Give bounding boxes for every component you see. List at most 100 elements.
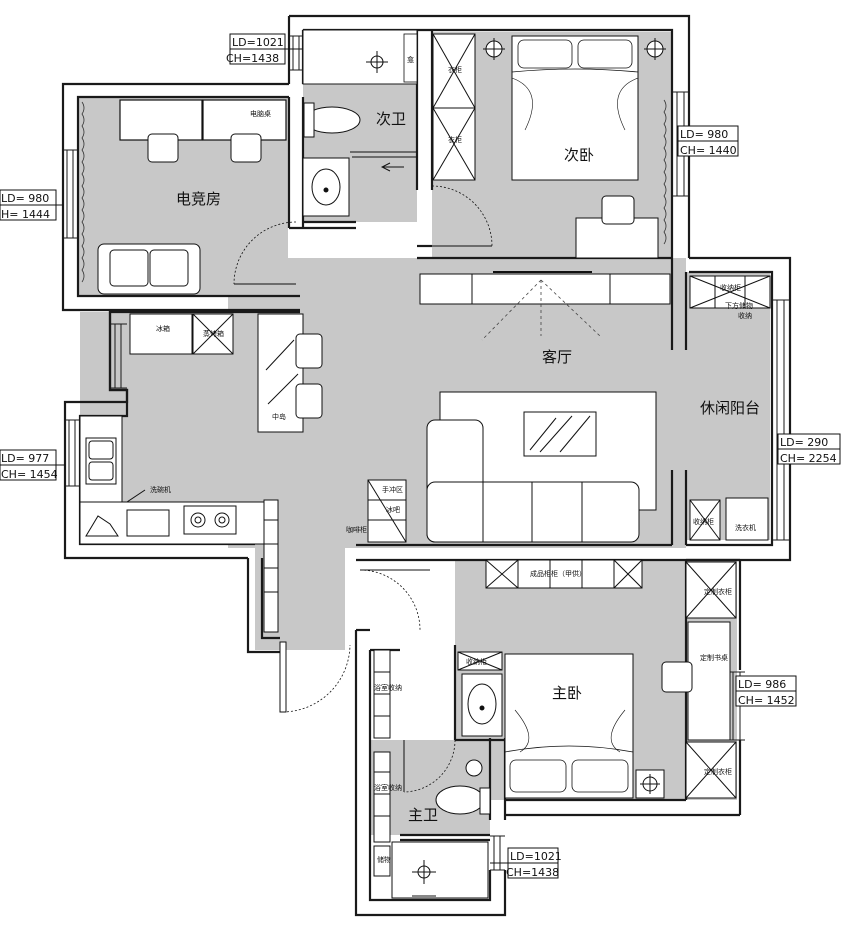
ice-bar-label: 冰吧 [386, 505, 400, 514]
balcony-storage-label: 收纳柜 [720, 283, 741, 292]
bath-shelf-label: 龛 [407, 55, 414, 64]
wall-corridor-west [246, 558, 280, 654]
master-bath-cabinet-column-2 [373, 751, 391, 843]
sliding-door-icon [350, 151, 417, 172]
computer-desk-label: 电脑桌 [250, 109, 271, 118]
steamer-label: 蒸烤箱 [203, 329, 224, 338]
custom-wardrobe-2-label: 定制衣柜 [704, 767, 732, 776]
master-toilet-icon [435, 785, 485, 815]
washer-label: 洗衣机 [735, 523, 756, 532]
computer-desk-left [119, 99, 203, 141]
window-5-ch: CH= 2254 [780, 452, 837, 465]
living-room-label: 客厅 [542, 348, 572, 366]
second-bath: 龛 次卫 [302, 29, 418, 217]
window-1-ld: LD=1021 [232, 36, 284, 49]
window-7-ch: CH=1438 [506, 866, 559, 879]
computer-desk-right [202, 99, 287, 141]
tv-projection-lines [481, 279, 601, 341]
window-5-ld: LD= 290 [780, 436, 828, 449]
master-cabinet-label: 储物 [377, 855, 391, 864]
leisure-balcony-label: 休闲阳台 [700, 399, 760, 417]
door-swing-entry [282, 644, 351, 713]
display-cabinet-label: 成品柜柜（甲供） [530, 569, 586, 578]
display-cabinet [485, 559, 643, 589]
sink-icon [85, 437, 117, 485]
master-bath-label: 主卫 [408, 806, 438, 824]
master-bedroom-label: 主卧 [552, 684, 582, 702]
shower-head-icon [366, 51, 388, 73]
second-bedroom: 次卧 [483, 35, 666, 259]
window-7-ld: LD=1021 [510, 850, 562, 863]
window-tag-4: LD= 977 CH= 1454 [0, 449, 65, 481]
wall-bath-inner [303, 28, 674, 258]
door-swing-gaming [233, 221, 297, 285]
shower-area [302, 29, 418, 85]
fridge [129, 313, 193, 355]
custom-desk-label: 定制书桌 [700, 653, 728, 662]
master-bath [373, 649, 503, 899]
window-gaming-west [63, 149, 78, 239]
wardrobe-lower-label: 衣柜 [448, 135, 462, 144]
window-4-ch: CH= 1454 [1, 468, 58, 481]
bath-shelf [403, 33, 418, 83]
pillow-right [577, 39, 633, 69]
window-3-ch: H= 1444 [1, 208, 50, 221]
fridge-label: 冰箱 [156, 324, 170, 333]
wall-master-bath-west-2 [368, 650, 492, 902]
bath-cabinet-label-2: 浴室收纳 [374, 783, 402, 792]
wall-master-bath-west [354, 630, 507, 917]
window-4-ld: LD= 977 [1, 452, 49, 465]
hand-wash-label: 手冲区 [382, 485, 403, 494]
door-swing-master-bath [403, 739, 456, 793]
balcony [689, 275, 771, 541]
window-tag-3: LD= 980 H= 1444 [0, 189, 63, 221]
wall-balcony-inner [686, 270, 774, 547]
sofa-l-icon [426, 391, 657, 543]
pillow-left [517, 39, 573, 69]
window-balcony-east [772, 299, 790, 541]
window-2-ch: CH= 1440 [680, 144, 737, 157]
window-tags: LD=1021 CH=1438 LD= 980 CH= 1440 LD= 980… [0, 33, 841, 879]
coffee-cabinet-label: 咖啡柜 [346, 525, 367, 534]
window-kitchen-top [110, 323, 127, 389]
window-6-ch: CH= 1452 [738, 694, 795, 707]
door-swing-bed2 [431, 185, 493, 247]
second-bath-toilet-icon [303, 102, 361, 138]
windows [63, 35, 790, 871]
gaming-chair-left [147, 133, 179, 163]
window-3-ld: LD= 980 [1, 192, 49, 205]
island-label: 中岛 [272, 412, 286, 421]
window-tag-7: LD=1021 CH=1438 [490, 847, 562, 879]
sofa-small-icon [97, 243, 201, 295]
master-shower [391, 841, 489, 899]
balcony-storage-note-2: 收纳 [738, 311, 752, 320]
study-chair [601, 195, 635, 225]
window-2-ld: LD= 980 [680, 128, 728, 141]
kitchen [79, 313, 323, 633]
custom-wardrobe-1-label: 定制衣柜 [704, 587, 732, 596]
curtain-bed2 [663, 99, 667, 245]
gaming-room: 电脑桌 电竞房 [97, 99, 287, 295]
walls [61, 14, 792, 917]
wall-gaming-inner [76, 95, 300, 298]
window-6-ld: LD= 986 [738, 678, 786, 691]
curtain-gaming [81, 101, 85, 283]
gaming-chair-right [230, 133, 262, 163]
balcony-floor [686, 272, 770, 540]
window-master-bath [490, 835, 505, 871]
wardrobe-column [432, 33, 476, 181]
window-tag-1: LD=1021 CH=1438 [226, 33, 303, 65]
window-kitchen-west [65, 419, 80, 487]
second-bath-label: 次卫 [376, 110, 406, 128]
tv-cabinet [419, 271, 671, 305]
window-1-ch: CH=1438 [226, 52, 279, 65]
dishwasher [126, 509, 170, 537]
bath-cabinet-label-1: 浴室收纳 [374, 683, 402, 692]
bedside-lamp-left-icon [483, 38, 505, 60]
island-chair-2 [295, 383, 323, 419]
coffee-corner [367, 479, 407, 543]
window-bath-top [289, 35, 303, 71]
wall-corridor-inner [260, 558, 280, 640]
master-storage-label: 收纳柜 [466, 657, 487, 666]
